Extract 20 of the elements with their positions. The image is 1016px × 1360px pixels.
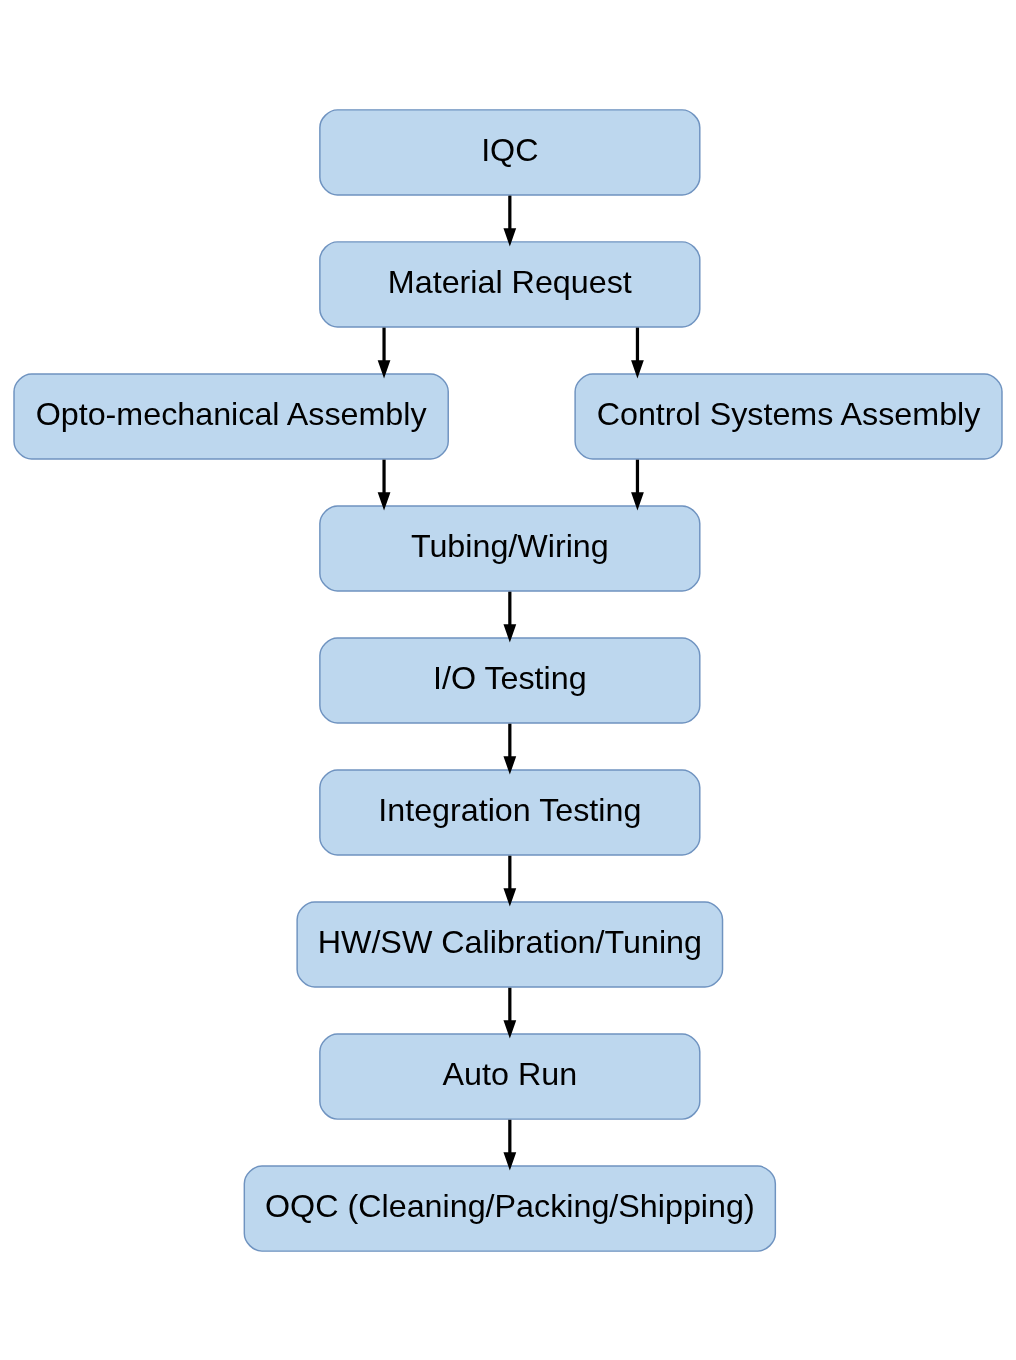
arrow [377, 459, 391, 510]
node-box: OQC (Cleaning/Packing/Shipping) [243, 1164, 777, 1252]
arrow [503, 195, 517, 246]
arrow [503, 987, 517, 1039]
node-box: Control Systems Assembly [574, 372, 1003, 460]
node-box: Material Request [319, 240, 701, 328]
node-box: I/O Testing [319, 636, 701, 724]
node-box: Auto Run [319, 1032, 701, 1120]
arrow [631, 327, 644, 378]
arrow [503, 591, 517, 642]
node-box: Opto-mechanical Assembly [13, 372, 449, 460]
arrow [503, 855, 517, 907]
arrow [377, 327, 391, 378]
arrow [503, 723, 517, 775]
node-box: Integration Testing [319, 768, 701, 856]
arrow [503, 1119, 517, 1171]
arrow [631, 459, 644, 510]
node-box: Tubing/Wiring [319, 504, 701, 592]
node-box: IQC [319, 108, 701, 196]
node-box: HW/SW Calibration/Tuning [296, 900, 724, 988]
